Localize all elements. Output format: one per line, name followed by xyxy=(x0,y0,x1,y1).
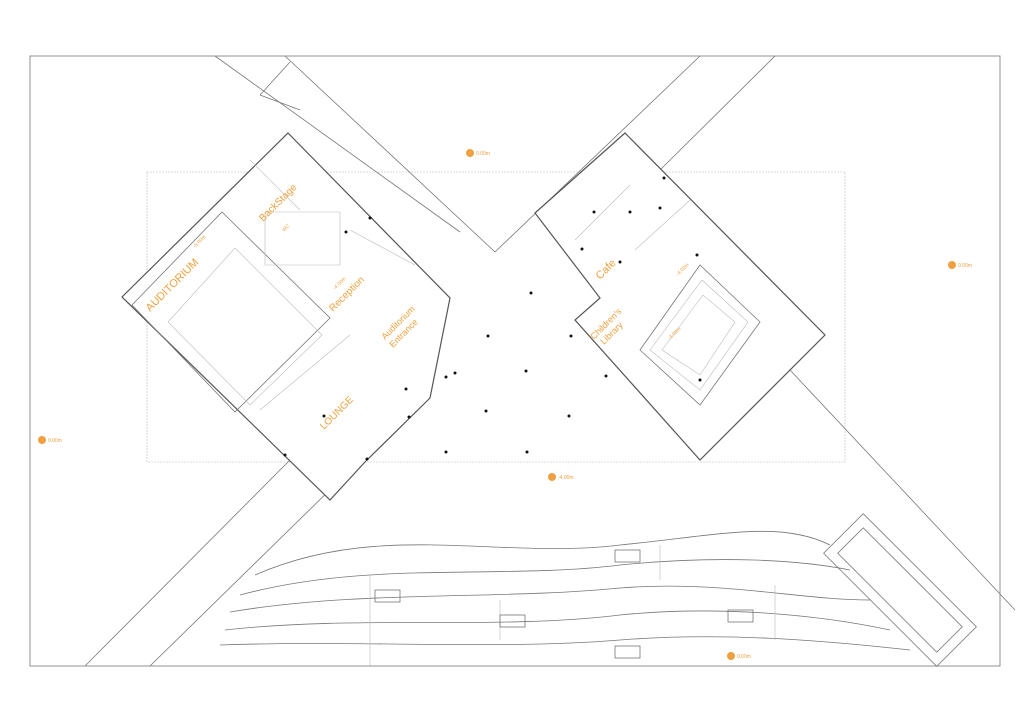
structural-columns xyxy=(283,176,702,461)
column xyxy=(525,450,529,454)
level-marker-west: 0.00m xyxy=(38,436,62,444)
svg-text:0.00m: 0.00m xyxy=(737,654,751,660)
column xyxy=(592,210,596,214)
column xyxy=(486,334,490,338)
column xyxy=(524,369,528,373)
column xyxy=(444,375,448,379)
level-markers: 0.00m 0.00m 0.00m -4.00m 0.00m xyxy=(38,149,972,660)
column xyxy=(453,371,457,375)
column xyxy=(404,387,408,391)
column xyxy=(484,409,488,413)
column xyxy=(698,378,702,382)
column xyxy=(529,291,533,295)
svg-text:0.00m: 0.00m xyxy=(48,438,62,444)
column xyxy=(662,176,666,180)
sheet-border xyxy=(29,55,1001,667)
column xyxy=(365,457,369,461)
column xyxy=(628,210,632,214)
level-marker-south: 0.00m xyxy=(727,652,751,660)
ramp xyxy=(823,513,977,667)
column xyxy=(604,374,608,378)
column xyxy=(569,334,573,338)
auditorium-building: AUDITORIUM -5.00m BackStage WC Reception… xyxy=(121,132,451,501)
level-marker-plaza: -4.00m xyxy=(548,473,574,481)
column xyxy=(283,453,287,457)
svg-text:-4.00m: -4.00m xyxy=(558,475,574,481)
column xyxy=(407,415,411,419)
column xyxy=(618,260,622,264)
column xyxy=(567,414,571,418)
column xyxy=(322,414,326,418)
svg-text:0.00m: 0.00m xyxy=(958,263,972,269)
column xyxy=(444,450,448,454)
level-marker-east: 0.00m xyxy=(948,261,972,269)
svg-text:0.00m: 0.00m xyxy=(476,151,490,157)
library-building: Cafe -4.00m Children's Library -3.00m xyxy=(534,132,826,461)
column xyxy=(658,206,662,210)
column xyxy=(580,247,584,251)
amphitheater-steps xyxy=(219,530,911,666)
diagonal-roads xyxy=(84,55,1016,667)
column xyxy=(344,230,348,234)
label-wc: WC xyxy=(281,223,291,233)
column xyxy=(368,216,372,220)
column xyxy=(695,253,699,257)
level-marker-north: 0.00m xyxy=(466,149,490,157)
